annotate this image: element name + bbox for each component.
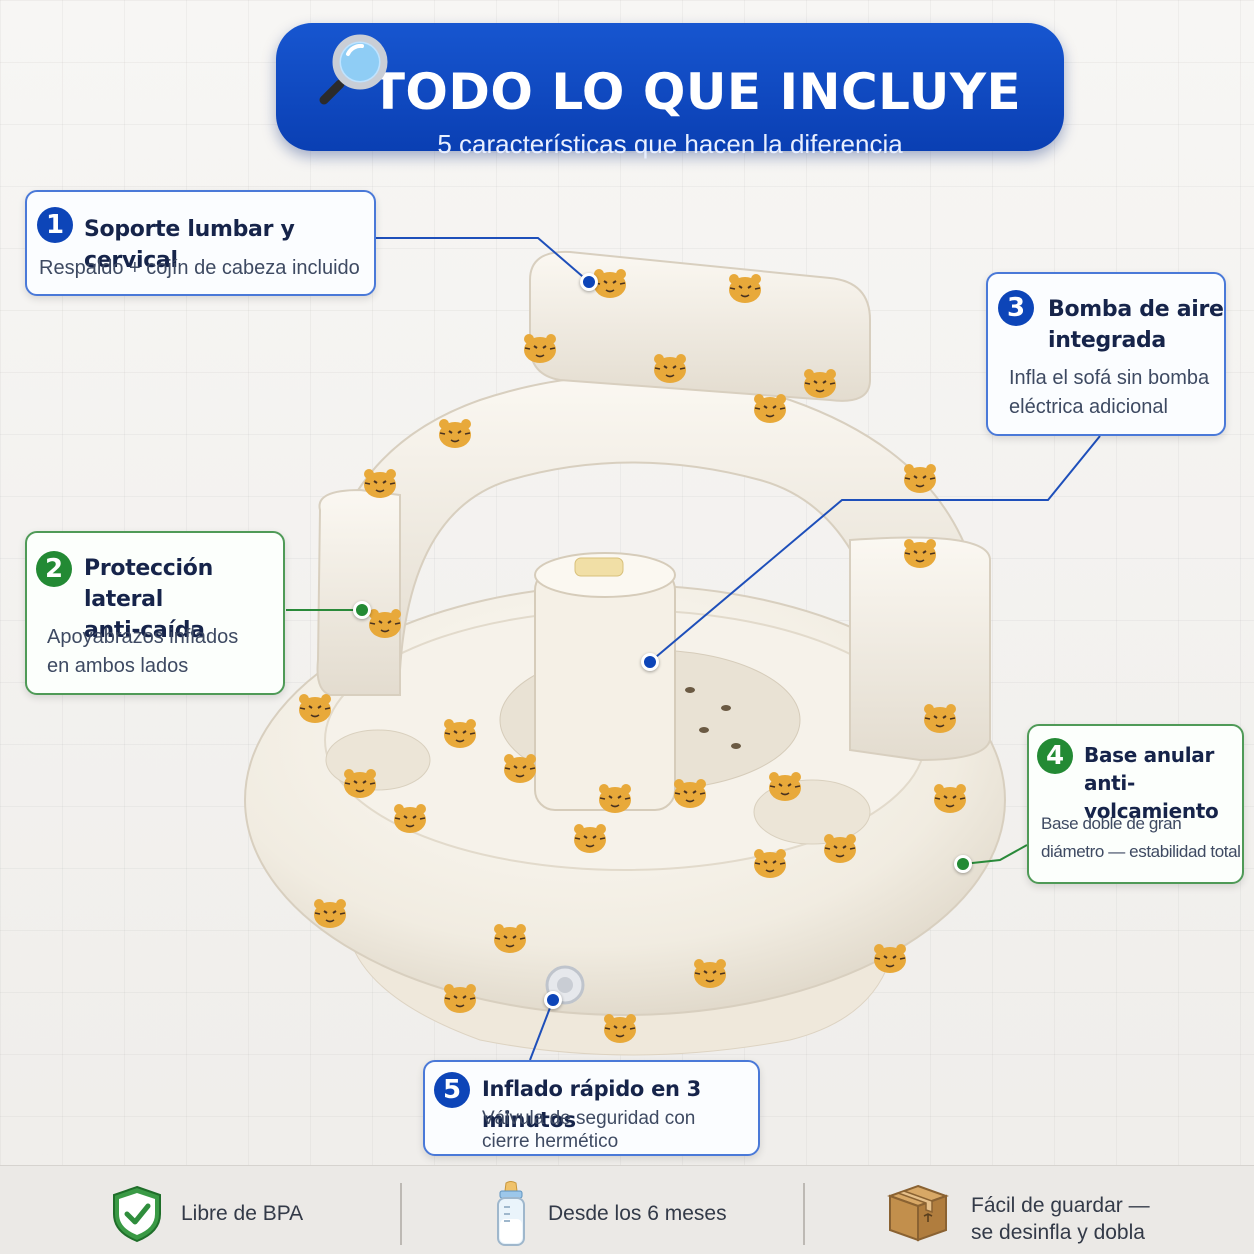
feature-card-2: 2 Protección lateral anti-caída Apoyabra…: [25, 531, 285, 695]
feature-1-description: Respaldo + cojín de cabeza incluido: [39, 257, 360, 279]
footer-bar: Libre de BPA Desde los 6 meses Fácil de …: [0, 1165, 1254, 1254]
feature-card-1: 1 Soporte lumbar y cervical Respaldo + c…: [25, 190, 376, 296]
feature-card-4: 4 Base anular anti-volcamiento Base dobl…: [1027, 724, 1244, 884]
feature-card-5: 5 Inflado rápido en 3 minutos Válvula de…: [423, 1060, 760, 1156]
feature-4-badge: 4: [1037, 738, 1073, 774]
footer-label-bpa: Libre de BPA: [181, 1202, 304, 1225]
page-subtitle: 5 características que hacen la diferenci…: [437, 129, 903, 159]
feature-2-marker: [353, 601, 371, 619]
feature-1-marker: [580, 273, 598, 291]
footer-label-age: Desde los 6 meses: [548, 1202, 727, 1225]
feature-5-description: Válvula de seguridad con cierre hermétic…: [482, 1108, 696, 1152]
feature-4-marker: [954, 855, 972, 873]
shield-check-icon: [113, 1185, 161, 1243]
page-title: TODO LO QUE INCLUYE: [370, 63, 1022, 121]
feature-3-marker: [641, 653, 659, 671]
box-icon: [887, 1184, 949, 1242]
baby-bottle-icon: [497, 1181, 525, 1246]
feature-4-description: Base doble de gran diámetro — estabilida…: [1041, 814, 1241, 861]
inflatable-baby-seat-image: [244, 250, 1006, 1056]
feature-4-title: Base anular anti-volcamiento: [1084, 743, 1219, 823]
magnifier-icon: [319, 34, 388, 105]
feature-1-badge: 1: [37, 207, 73, 243]
footer-item-storage: Fácil de guardar — se desinfla y dobla: [886, 1166, 1186, 1254]
feature-1-title: Soporte lumbar y cervical: [84, 217, 295, 273]
feature-5-title: Inflado rápido en 3 minutos: [482, 1077, 701, 1132]
footer-item-age: Desde los 6 meses: [494, 1166, 784, 1254]
feature-2-description: Apoyabrazos inflados en ambos lados: [47, 626, 239, 677]
footer-divider: [400, 1183, 402, 1245]
feature-card-3: 3 Bomba de aire integrada Infla el sofá …: [986, 272, 1226, 436]
footer-divider: [803, 1183, 805, 1245]
footer-label-storage: Fácil de guardar — se desinfla y dobla: [971, 1194, 1150, 1244]
header-banner: TODO LO QUE INCLUYE 5 características qu…: [276, 23, 1064, 159]
feature-3-badge: 3: [998, 290, 1034, 326]
feature-2-badge: 2: [36, 551, 72, 587]
feature-5-marker: [544, 991, 562, 1009]
footer-item-bpa: Libre de BPA: [110, 1166, 390, 1254]
feature-3-title: Bomba de aire integrada: [1048, 297, 1224, 353]
feature-5-badge: 5: [434, 1072, 470, 1108]
feature-2-title: Protección lateral anti-caída: [84, 556, 213, 643]
feature-3-description: Infla el sofá sin bomba eléctrica adicio…: [1009, 367, 1210, 418]
